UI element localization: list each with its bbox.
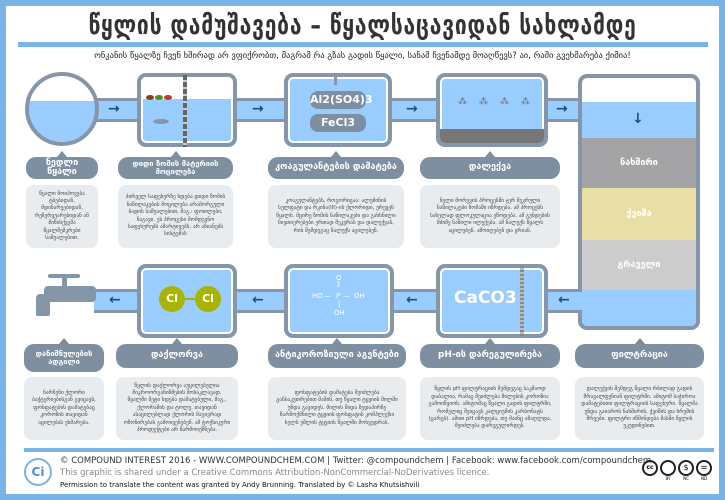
oh-label: OH xyxy=(354,292,365,300)
flow-arrow-icon: → xyxy=(556,101,568,117)
step-label-anticorrosion: ანტიკოროზიული აგენტები xyxy=(268,338,406,368)
compound-interest-logo: Ci xyxy=(24,458,52,486)
flow-arrow-icon: ← xyxy=(558,292,570,308)
step-description: წყლის pH ფილტრაციის შემდეგაც საკმაოდ დაბ… xyxy=(420,377,560,440)
step-label-destination: დანიშნულების ადგილი xyxy=(24,338,104,372)
down-arrow-icon: ↓ xyxy=(632,111,644,127)
flow-arrow-icon: ← xyxy=(252,292,264,308)
screen-mesh-icon xyxy=(183,75,187,147)
caco3-label: CaCO3 xyxy=(454,288,517,308)
filter-tank: ↓ ნახშირი ქვიშა გრაველი xyxy=(578,74,700,330)
cc-licence-badges: cc BY $NC =ND xyxy=(642,460,712,481)
page-title: წყლის დამუშავება – წყალსაცავიდან სახლამდ… xyxy=(88,10,637,41)
nd-icon: =ND xyxy=(696,460,712,481)
filter-layer-sand: ქვიშა xyxy=(582,188,696,240)
chlorine-atom: Cl xyxy=(195,286,221,312)
step-label-filtration: ფილტრაცია xyxy=(575,338,704,368)
sediment-layer xyxy=(440,129,544,143)
step-description: ფოსფატების დამატება შეიძლება განსაკუთრებ… xyxy=(268,377,406,440)
translation-credit: Permission to translate the content was … xyxy=(60,481,420,489)
ph-adjust-tank: CaCO3 xyxy=(436,264,548,338)
phosphorus-label: P xyxy=(336,292,341,300)
flow-arrow-icon: ← xyxy=(109,292,121,308)
step-description: წყალი მოიპოვება ტბებიდან, მდინარეებიდან,… xyxy=(26,185,98,248)
footer-divider xyxy=(24,448,714,452)
bond-line xyxy=(185,298,195,300)
reservoir-icon xyxy=(25,72,99,146)
step-label-chlorination: დაქლორვა xyxy=(116,338,238,368)
ho-label: HO xyxy=(312,292,323,300)
step-description: ნელი მორევის პროცესში ჯერ შეკრული ნაწილა… xyxy=(420,185,560,248)
tap-icon xyxy=(34,274,96,320)
filter-layer-charcoal: ნახშირი xyxy=(582,138,696,188)
stirrer-icon xyxy=(334,75,337,85)
coagulant-chip: Al2(SO4)3 xyxy=(310,91,373,109)
screening-tank xyxy=(137,73,237,147)
copyright-line: © COMPOUND INTEREST 2016 - WWW.COMPOUNDC… xyxy=(60,456,652,466)
nc-icon: $NC xyxy=(678,460,694,481)
flow-arrow-icon: → xyxy=(406,101,418,117)
oh-label: OH xyxy=(334,309,345,317)
flow-arrow-icon: → xyxy=(108,101,120,117)
infographic: წყლის დამუშავება – წყალსაცავიდან სახლამდ… xyxy=(6,6,719,494)
sedimentation-tank: ⁂⁂⁂⁂ xyxy=(436,73,548,147)
step-label-screening: დიდი ზომის მატერიის მოცილება xyxy=(118,151,233,179)
coagulant-chip: FeCl3 xyxy=(310,114,366,132)
step-description: წყლის დაქლორვა აუცილებელია მიკროორგანიზმ… xyxy=(116,377,238,440)
filter-layer-gravel: გრაველი xyxy=(582,240,696,290)
leaf-icon xyxy=(146,95,154,100)
licence-line: This graphic is shared under a Creative … xyxy=(60,468,490,478)
oxygen-label: O xyxy=(336,274,342,282)
step-label-ph-adjustment: pH-ის დარეგულირება xyxy=(420,338,560,368)
coagulant-tank: Al2(SO4)3 FeCl3 xyxy=(284,73,392,147)
flow-arrow-icon: → xyxy=(252,101,264,117)
floc-particles-icon: ⁂⁂⁂⁂ xyxy=(458,97,542,107)
fish-icon xyxy=(153,119,169,124)
step-label-sedimentation: დალექვა xyxy=(420,151,560,179)
title-divider xyxy=(18,42,708,47)
leaf-icon xyxy=(164,95,172,100)
step-label-coagulation: კოაგულანტების დამატება xyxy=(268,151,404,179)
step-description: დალექვის შემდეგ წყალი რბილად გადის მრავა… xyxy=(575,377,704,440)
step-label-raw-water: ნედლი წყალი xyxy=(26,151,98,179)
phosphate-tank: O ‖ HO — P — OH | OH xyxy=(284,264,394,338)
flow-arrow-icon: ← xyxy=(406,292,418,308)
leaf-icon xyxy=(155,95,163,100)
step-description: პირველ საფეხურზე ხდება დიდი ზომის ნაწილა… xyxy=(118,185,233,248)
chlorination-tank: Cl Cl xyxy=(137,264,237,338)
cc-icon: cc xyxy=(642,460,658,476)
subtitle: ონკანის წყალზე ჩვენ ხშირად არ ვფიქრობთ, … xyxy=(94,51,631,61)
by-icon: BY xyxy=(660,460,676,481)
filter-mesh-icon xyxy=(520,266,524,336)
step-description: ნარჩენი ქლორი ბაქტერიებისგან გვიცავს, ფო… xyxy=(24,377,104,440)
step-description: კოაგულანტებს, როგორიცაა: ალუმინის სულფატ… xyxy=(268,185,404,248)
chlorine-atom: Cl xyxy=(159,286,185,312)
